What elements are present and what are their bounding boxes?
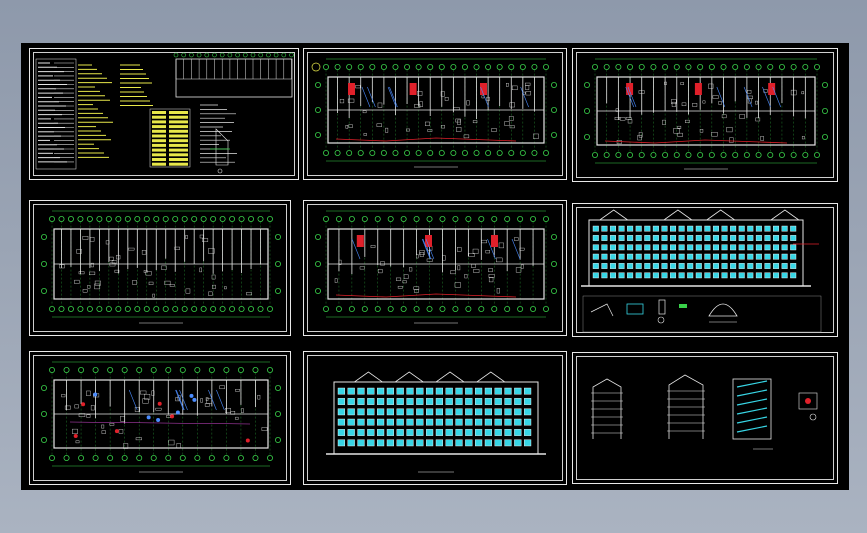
sheet-drawing xyxy=(326,371,546,473)
sheet-drawing xyxy=(591,374,818,450)
sheet-border xyxy=(33,52,295,176)
sheet-border xyxy=(307,204,563,332)
drawing-sheet-floor-plan-4[interactable] xyxy=(303,200,567,336)
model-space-canvas[interactable] xyxy=(21,43,849,490)
sheet-drawing xyxy=(314,210,557,324)
drawing-sheet-front-elevation[interactable] xyxy=(572,203,838,337)
sheet-drawing xyxy=(35,52,294,174)
drawing-sheet-floor-plan-3[interactable] xyxy=(29,200,291,336)
drawing-sheet-floor-plan-2[interactable] xyxy=(572,48,838,182)
sheet-border xyxy=(576,356,834,480)
sheet-border xyxy=(33,355,287,481)
sheet-drawing xyxy=(40,361,281,473)
drawing-sheet-floor-plan-5[interactable] xyxy=(29,351,291,485)
sheet-drawing xyxy=(581,209,822,333)
drawing-sheet-design-notes[interactable] xyxy=(29,48,299,180)
drawing-sheet-floor-plan-1[interactable] xyxy=(303,48,567,180)
sheet-drawing xyxy=(311,58,557,168)
sheet-border xyxy=(576,52,834,178)
sheet-border xyxy=(307,52,563,176)
drawing-sheet-sections[interactable] xyxy=(572,352,838,484)
drawing-sheet-rear-elevation[interactable] xyxy=(303,351,567,485)
sheet-border xyxy=(307,355,563,481)
sheet-border xyxy=(576,207,834,333)
sheet-border xyxy=(33,204,287,332)
sheet-drawing xyxy=(583,58,828,170)
sheet-drawing xyxy=(40,210,281,324)
